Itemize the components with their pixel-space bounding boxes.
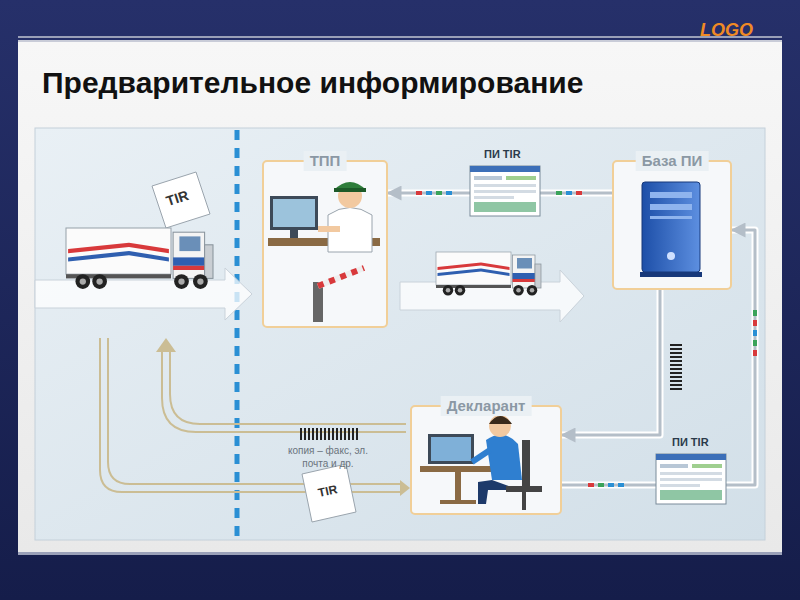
barcode xyxy=(670,344,682,390)
declarant-person xyxy=(455,472,461,502)
screenshot xyxy=(470,166,540,216)
customs-border xyxy=(237,130,238,538)
declarant-person xyxy=(486,435,522,480)
slide-title: Предварительное информирование xyxy=(42,66,583,100)
barrier xyxy=(313,282,323,322)
box-fills xyxy=(263,161,731,514)
declarant-person xyxy=(440,500,476,504)
declarant-person xyxy=(420,415,542,510)
server xyxy=(642,182,700,272)
slide-frame xyxy=(18,40,782,42)
declarant-person xyxy=(431,437,471,461)
customs-officer xyxy=(268,182,380,252)
data-dashes xyxy=(436,191,442,195)
truck xyxy=(436,252,541,296)
logo-text: LOGO xyxy=(700,20,753,41)
data-dashes xyxy=(426,191,432,195)
data-dashes xyxy=(753,350,757,356)
process-box: Декларант xyxy=(410,405,562,515)
copy-loop-lines xyxy=(100,338,400,492)
data-dashes xyxy=(608,483,614,487)
server xyxy=(640,272,702,277)
declarant-person xyxy=(420,466,498,472)
data-dashes xyxy=(598,483,604,487)
server xyxy=(650,192,692,198)
data-dashes xyxy=(588,483,594,487)
customs-officer xyxy=(290,230,298,238)
customs-border xyxy=(235,130,240,538)
screenshot xyxy=(656,454,726,504)
tir-document xyxy=(152,172,210,228)
server xyxy=(640,182,702,277)
copy-loop-heads xyxy=(156,338,176,352)
screen-caption: ПИ TIR xyxy=(672,436,709,448)
slide-frame xyxy=(35,128,765,540)
barrier xyxy=(318,268,364,286)
screen-caption: ПИ TIR xyxy=(484,148,521,160)
customs-officer xyxy=(334,188,366,192)
data-dashes xyxy=(416,191,757,487)
customs-officer xyxy=(270,196,318,230)
declarant-person xyxy=(489,416,512,424)
barcode xyxy=(298,428,358,440)
slide-frame xyxy=(18,36,782,38)
barrier xyxy=(313,268,364,322)
copy-loop-lines xyxy=(100,338,406,492)
slide-frame xyxy=(18,552,782,555)
declarant-person xyxy=(472,450,490,462)
truck xyxy=(66,228,213,289)
server xyxy=(650,204,692,210)
data-dashes xyxy=(416,191,422,195)
copy-loop-heads xyxy=(156,338,410,496)
tir-document xyxy=(152,172,210,228)
data-dashes xyxy=(618,483,624,487)
truck xyxy=(436,252,541,296)
copy-loop-lines xyxy=(170,352,406,424)
slide-frame xyxy=(18,42,782,552)
fax-document xyxy=(302,464,356,522)
data-dashes xyxy=(753,340,757,346)
declarant-person xyxy=(522,492,526,510)
copy-loop-lines xyxy=(162,352,406,432)
connector-arrow xyxy=(562,290,660,435)
screenshot xyxy=(470,166,540,216)
box-heading: База ПИ xyxy=(636,151,709,171)
copy-loop-lines xyxy=(108,338,400,484)
fax-document xyxy=(302,464,356,522)
note-text: копия – факс, эл. почта и др. xyxy=(280,444,376,470)
declarant-person xyxy=(522,440,530,486)
customs-officer xyxy=(273,199,315,227)
box-fills xyxy=(411,406,561,514)
box-heading: Декларант xyxy=(441,396,532,416)
process-box: База ПИ xyxy=(612,160,732,290)
customs-officer xyxy=(318,226,340,232)
data-dashes xyxy=(556,191,562,195)
data-dashes xyxy=(753,310,757,316)
copy-loop-heads xyxy=(400,480,410,496)
data-dashes xyxy=(576,191,582,195)
data-dashes xyxy=(566,191,572,195)
declarant-person xyxy=(428,434,474,464)
connector-outline xyxy=(562,290,660,435)
declarant-person xyxy=(489,415,511,437)
box-fills xyxy=(263,161,387,327)
data-dashes xyxy=(753,320,757,326)
declarant-person xyxy=(506,486,542,492)
screenshot xyxy=(656,454,726,504)
server xyxy=(667,252,675,260)
server xyxy=(650,216,692,219)
data-dashes xyxy=(753,330,757,336)
barrier xyxy=(318,268,364,286)
box-fills xyxy=(613,161,731,289)
truck xyxy=(66,228,213,289)
barcode xyxy=(298,428,358,440)
box-heading: ТПП xyxy=(304,151,347,171)
data-dashes xyxy=(446,191,452,195)
barcode xyxy=(670,344,682,390)
process-box: ТПП xyxy=(262,160,388,328)
